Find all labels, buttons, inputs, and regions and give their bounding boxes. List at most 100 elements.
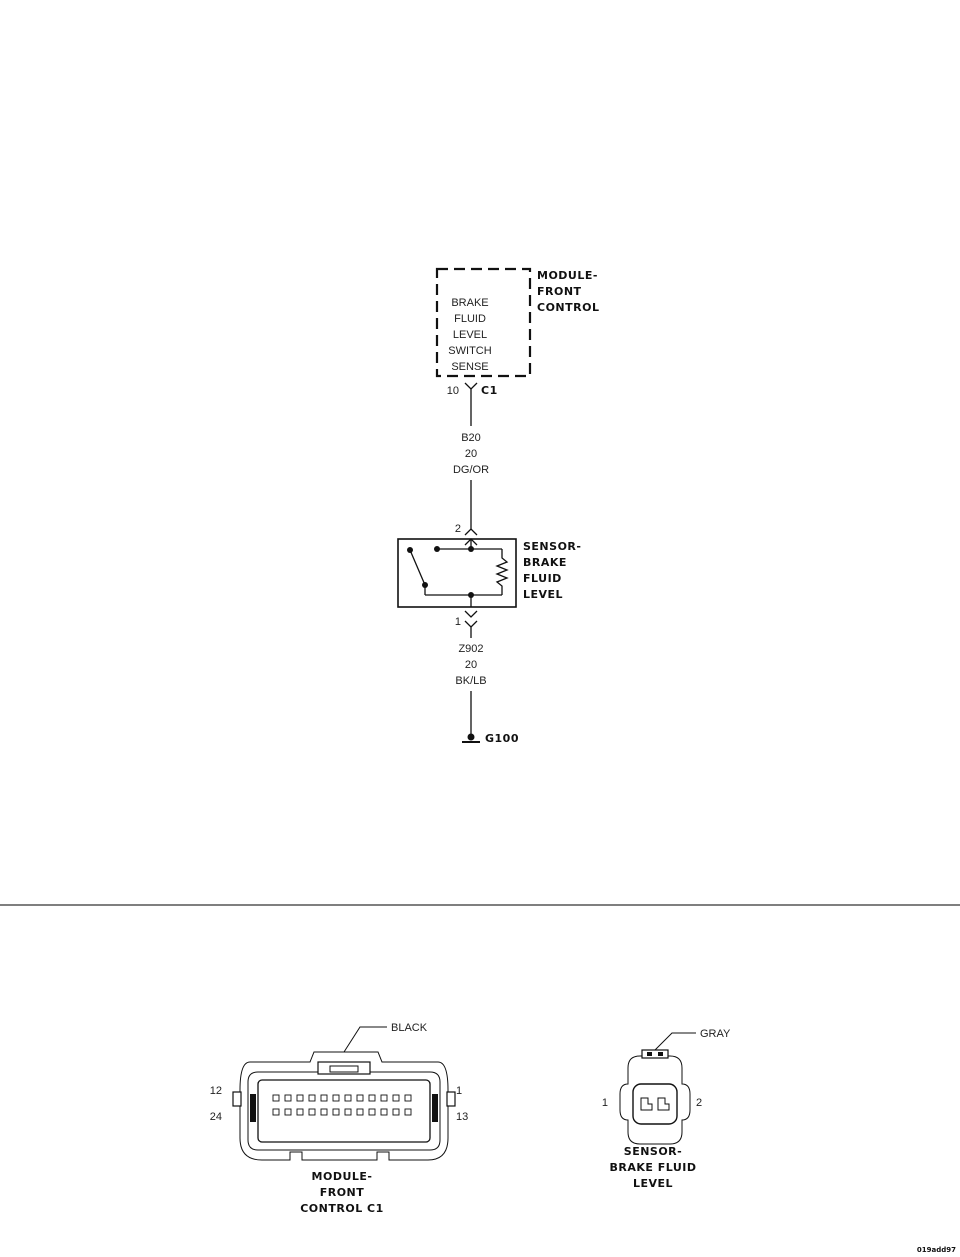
c1-pin-cavity [308,1108,316,1116]
sensor-caption-line-2: BRAKE FLUID [609,1161,696,1174]
sensor-conn-pin-left: 1 [602,1097,608,1109]
c1-pin-bottom-left: 24 [210,1111,222,1123]
c1-pin-cavity [380,1094,388,1102]
c1-pin-top-right: 1 [456,1085,462,1097]
c1-caption-line-1: MODULE- [312,1170,373,1183]
sensor-box [397,538,517,608]
module-title-line-2: FRONT [537,285,582,298]
c1-pin-cavity [296,1108,304,1116]
c1-caption-line-3: CONTROL C1 [300,1202,384,1215]
wire-bottom-color: BK/LB [455,675,486,687]
ground-dot [467,733,475,741]
switch-contact-dot [407,547,413,553]
c1-pin-cavity [284,1108,292,1116]
module-signal-line-5: SENSE [451,361,488,373]
c1-caption-line-2: FRONT [320,1186,365,1199]
bottom-junction-dot [468,592,474,598]
sensor-conn-face [632,1083,678,1125]
c1-pin-cavity [356,1108,364,1116]
module-signal-line-3: LEVEL [453,329,487,341]
c1-pin-cavity [332,1108,340,1116]
c1-color-leader [343,1026,387,1053]
c1-latch [317,1061,371,1075]
sensor-title-line-2: BRAKE [523,556,567,569]
c1-pin-cavity [320,1094,328,1102]
sensor-caption-line-3: LEVEL [633,1177,673,1190]
c1-left-lock [250,1094,256,1122]
sensor-conn-latch-slot-1 [647,1052,652,1056]
c1-pin-bottom-right: 13 [456,1111,468,1123]
c1-pin-cavity [320,1108,328,1116]
module-pin-number: 10 [447,385,459,397]
sensor-pin-top-number: 2 [455,523,461,535]
c1-pin-cavity [272,1108,280,1116]
sensor-title-line-3: FLUID [523,572,562,585]
c1-pin-top-left: 12 [210,1085,222,1097]
module-signal-line-2: FLUID [454,313,486,325]
c1-pin-cavity [284,1094,292,1102]
c1-cavity-area [257,1079,431,1143]
female-terminal-symbol [464,382,478,390]
wire-bottom-circuit: Z902 [458,643,483,655]
c1-outer-housing [239,1051,449,1161]
module-signal-line-4: SWITCH [448,345,491,357]
sensor-brake-fluid-level: SENSOR- BRAKE FLUID LEVEL [397,538,581,608]
sensor-color-label: GRAY [700,1028,731,1040]
c1-pin-cavity [392,1094,400,1102]
c1-pin-cavity [332,1094,340,1102]
module-signal-line-1: BRAKE [451,297,488,309]
sensor-caption-line-1: SENSOR- [624,1145,682,1158]
c1-pin-cavity [368,1108,376,1116]
sensor-pin-top: 2 [455,523,478,546]
male-terminal-symbol [464,528,478,536]
connector-c1-view: BLACK 12 1 24 13 MODULE- FRONT CONTROL C… [210,1022,469,1215]
c1-right-ear [446,1091,456,1107]
wire-top-color: DG/OR [453,464,489,476]
wire-bottom-gauge: 20 [465,659,477,671]
c1-pin-cavity [392,1108,400,1116]
c1-pin-cavity [368,1094,376,1102]
sensor-conn-terminal-2 [657,1097,670,1111]
sensor-conn-pin-right: 2 [696,1097,702,1109]
switch-upper-contact-dot [434,546,440,552]
sensor-color-leader [654,1032,696,1051]
module-connector-pin: 10 C1 [447,382,498,397]
connector-sensor-view: GRAY 1 2 SENSOR- BRAKE FLUID LEVEL [602,1028,731,1190]
c1-pin-cavity [344,1108,352,1116]
sensor-title-line-4: LEVEL [523,588,563,601]
wire-top-gauge: 20 [465,448,477,460]
c1-pin-cavity [404,1094,412,1102]
switch-arm [409,549,426,586]
sensor-conn-housing [619,1055,691,1145]
c1-pin-cavity [404,1108,412,1116]
module-front-control: BRAKE FLUID LEVEL SWITCH SENSE MODULE- F… [435,267,599,378]
female-terminal-upper [464,610,478,618]
ground-g100: G100 [462,732,519,745]
sensor-title-line-1: SENSOR- [523,540,581,553]
c1-pin-cavity [296,1094,304,1102]
c1-pin-cavity [308,1094,316,1102]
sensor-conn-terminal-1 [640,1097,653,1111]
c1-pin-cavity [356,1094,364,1102]
module-connector-id: C1 [481,384,498,397]
ground-label: G100 [485,732,519,745]
top-junction-dot [468,546,474,552]
module-title-line-1: MODULE- [537,269,598,282]
c1-pin-cavity [380,1108,388,1116]
c1-left-ear [232,1091,242,1107]
wire-top-circuit: B20 [461,432,481,444]
c1-latch-slot [329,1065,359,1073]
c1-right-lock [432,1094,438,1122]
c1-inner-frame [247,1071,441,1151]
sensor-pin-bottom-number: 1 [455,616,461,628]
resistor-symbol [495,549,509,595]
switch-pivot-dot [422,582,428,588]
module-dashed-box [435,267,532,378]
c1-pin-cavity [272,1094,280,1102]
sensor-conn-latch-slot-2 [658,1052,663,1056]
module-title-line-3: CONTROL [537,301,599,314]
female-terminal-lower [464,620,478,628]
c1-color-label: BLACK [391,1022,428,1034]
sensor-conn-latch [641,1049,669,1059]
